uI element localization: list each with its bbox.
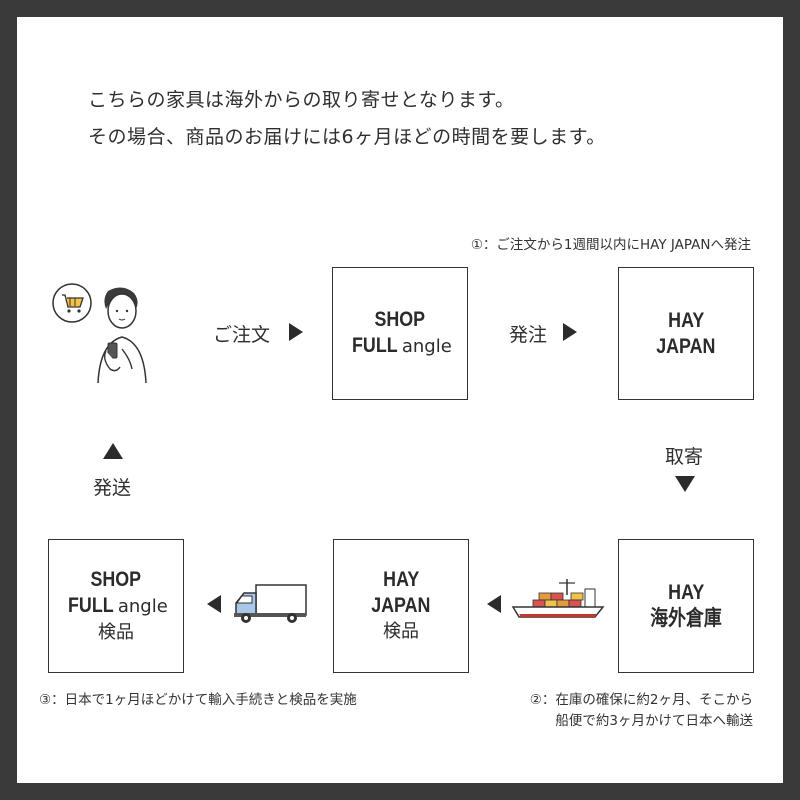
- torikose-label: 取寄: [665, 446, 704, 468]
- note-1: ①：ご注文から1週間以内にHAY JAPANへ発注: [470, 237, 751, 253]
- box-shop-inspect-line1: SHOP: [90, 567, 142, 591]
- box-hay-japan: HAY JAPAN: [618, 267, 754, 400]
- box-shop-line2-suffix: angle: [401, 336, 452, 357]
- shopping-cart-icon: [52, 283, 92, 323]
- order-label: ご注文: [213, 324, 271, 346]
- arrow-left-icon: [207, 595, 221, 613]
- arrow-down-icon: [675, 476, 695, 492]
- intro-line-2: その場合、商品のお届けには6ヶ月ほどの時間を要します。: [88, 126, 606, 148]
- customer-with-phone-icon: [52, 283, 147, 384]
- truck-icon: [234, 584, 307, 623]
- note-3: ③：日本で1ヶ月ほどかけて輸入手続きと検品を実施: [39, 692, 357, 708]
- box-shop-inspect-line2-suffix: angle: [117, 595, 168, 617]
- arrow-up-icon: [103, 443, 123, 459]
- intro-line-1: こちらの家具は海外からの取り寄せとなります。: [88, 89, 515, 111]
- box-shop-inspect-line3: 検品: [98, 621, 134, 643]
- note-2-line1: ②：在庫の確保に約2ヶ月、そこから: [529, 692, 753, 708]
- box-hay-warehouse-line2: 海外倉庫: [650, 607, 722, 630]
- note-2-line2: 船便で約3ヶ月かけて日本へ輸送: [555, 713, 753, 729]
- hatchu-label: 発注: [509, 324, 548, 346]
- arrow-left-icon: [487, 595, 501, 613]
- box-shop-line2: FULL: [352, 334, 398, 357]
- hasso-label: 発送: [93, 477, 132, 499]
- box-hay-japan-inspect: HAY JAPAN 検品: [333, 539, 469, 673]
- box-hay-japan-inspect-line2: JAPAN: [371, 594, 431, 617]
- box-hay-warehouse: HAY 海外倉庫: [618, 539, 754, 673]
- box-hay-japan-line2: JAPAN: [656, 334, 716, 358]
- arrow-right-icon: [289, 323, 303, 341]
- box-shop-inspect-line2: FULL: [68, 593, 114, 617]
- arrow-right-icon: [563, 323, 577, 341]
- box-shop-line1: SHOP: [374, 308, 426, 331]
- box-hay-japan-inspect-line1: HAY: [382, 568, 420, 591]
- cargo-ship-icon: [511, 579, 605, 618]
- box-hay-japan-inspect-line3: 検品: [383, 621, 419, 642]
- box-hay-warehouse-line1: HAY: [667, 581, 705, 604]
- diagram-frame: こちらの家具は海外からの取り寄せとなります。 その場合、商品のお届けには6ヶ月ほ…: [17, 17, 783, 783]
- box-hay-japan-line1: HAY: [667, 308, 705, 332]
